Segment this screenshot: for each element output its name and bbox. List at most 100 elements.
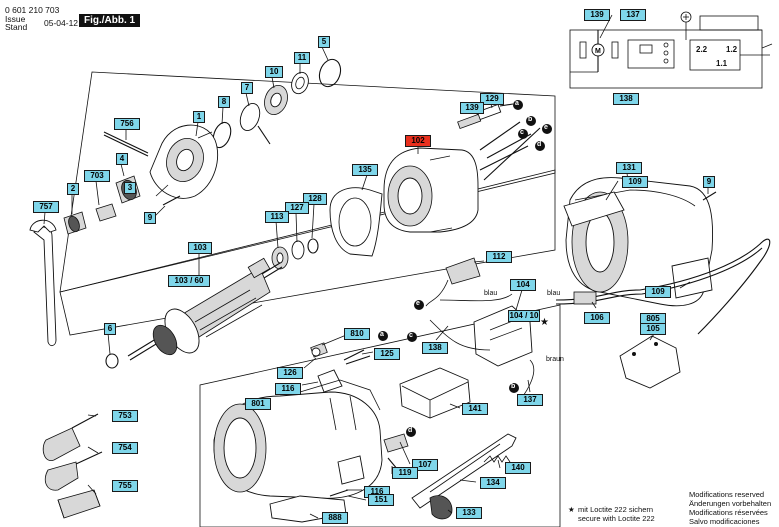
screw-right — [702, 191, 717, 201]
conn-d-mid: d — [408, 427, 413, 434]
conn-c-top: c — [520, 129, 524, 136]
label-140[interactable]: 140 — [505, 462, 531, 474]
conn-c-mid: c — [409, 332, 413, 339]
label-131[interactable]: 131 — [616, 162, 642, 174]
stand-label: Stand — [5, 22, 28, 32]
label-112[interactable]: 112 — [486, 251, 512, 263]
label-757[interactable]: 757 — [33, 201, 59, 213]
label-109-top[interactable]: 109 — [622, 176, 648, 188]
svg-text:M: M — [595, 48, 601, 55]
label-125[interactable]: 125 — [374, 348, 400, 360]
label-107[interactable]: 107 — [412, 459, 438, 471]
label-10[interactable]: 10 — [265, 66, 283, 78]
part-number: 0 601 210 703 — [5, 5, 60, 15]
collet-parts — [29, 131, 181, 347]
label-755[interactable]: 755 — [112, 480, 138, 492]
label-135[interactable]: 135 — [352, 164, 378, 176]
date: 05-04-12 — [44, 18, 79, 28]
modifications-fr: Modifications réservées — [689, 508, 768, 517]
label-7[interactable]: 7 — [241, 82, 253, 94]
label-119[interactable]: 119 — [392, 467, 418, 479]
label-4[interactable]: 4 — [116, 153, 128, 165]
label-139[interactable]: 139 — [460, 102, 484, 114]
figure-label: Fig./Abb. 1 — [79, 14, 141, 27]
conn-d-top: d — [537, 141, 542, 148]
label-134[interactable]: 134 — [480, 477, 506, 489]
label-141[interactable]: 141 — [462, 403, 488, 415]
armature-bearing-parts — [271, 238, 319, 270]
grinding-stones — [42, 413, 103, 519]
label-116-top[interactable]: 116 — [275, 383, 301, 395]
section-outline-bottom — [199, 304, 561, 527]
label-11[interactable]: 11 — [294, 52, 310, 64]
label-102[interactable]: 102 — [405, 135, 431, 147]
footnote-star: ★ — [568, 505, 575, 514]
label-810[interactable]: 810 — [344, 328, 370, 340]
label-3[interactable]: 3 — [124, 182, 136, 194]
fan-baffle — [329, 187, 383, 257]
wire-blau-left: blau — [484, 290, 498, 297]
label-104-10[interactable]: 104 / 10 — [508, 310, 540, 322]
label-6[interactable]: 6 — [104, 323, 116, 335]
label-129[interactable]: 129 — [480, 93, 504, 105]
loctite-star: ★ — [540, 317, 549, 328]
label-801[interactable]: 801 — [245, 398, 271, 410]
issue-label: Issue — [5, 14, 26, 24]
label-104[interactable]: 104 — [510, 279, 536, 291]
label-128[interactable]: 128 — [303, 193, 327, 205]
armature — [127, 257, 283, 361]
label-133[interactable]: 133 — [456, 507, 482, 519]
label-753[interactable]: 753 — [112, 410, 138, 422]
schematic-2-2: 2.2 — [696, 45, 708, 54]
schematic-1-2: 1.2 — [726, 45, 738, 54]
footnote-line1: mit Loctite 222 sichern — [578, 505, 654, 514]
label-2[interactable]: 2 — [67, 183, 79, 195]
label-756[interactable]: 756 — [114, 118, 140, 130]
label-754[interactable]: 754 — [112, 442, 138, 454]
label-138-top[interactable]: 138 — [613, 93, 639, 105]
label-138[interactable]: 138 — [422, 342, 448, 354]
modifications-en: Modifications reserved — [689, 490, 765, 499]
main-housing — [213, 379, 383, 499]
wire-blau-right: blau — [547, 290, 561, 297]
connection-markers — [378, 100, 552, 437]
label-8[interactable]: 8 — [218, 96, 230, 108]
label-5[interactable]: 5 — [318, 36, 330, 48]
label-109-bottom[interactable]: 109 — [645, 286, 671, 298]
conn-b-mid: b — [511, 383, 516, 390]
label-127[interactable]: 127 — [285, 202, 309, 214]
label-126[interactable]: 126 — [277, 367, 303, 379]
label-9-right[interactable]: 9 — [703, 176, 715, 188]
wire-braun: braun — [546, 356, 564, 363]
label-139-top[interactable]: 139 — [584, 9, 610, 21]
label-703[interactable]: 703 — [84, 170, 110, 182]
bearing-flange-parts — [149, 58, 342, 199]
brush-and-wires — [457, 103, 541, 181]
label-105[interactable]: 105 — [640, 323, 666, 335]
switch-small-parts — [329, 433, 409, 497]
modifications-de: Änderungen vorbehalten — [689, 499, 772, 508]
cover-strip-top — [563, 191, 625, 227]
label-103[interactable]: 103 — [188, 242, 212, 254]
label-103-60[interactable]: 103 / 60 — [168, 275, 210, 287]
label-9-left[interactable]: 9 — [144, 212, 156, 224]
label-1[interactable]: 1 — [193, 111, 205, 123]
label-151[interactable]: 151 — [368, 494, 394, 506]
conn-e-mid: e — [416, 300, 420, 307]
switch-slider-parts — [411, 433, 517, 520]
conn-e-top: e — [544, 124, 548, 131]
conn-a-top: a — [515, 100, 519, 107]
modifications-es: Salvo modificaciones — [689, 517, 760, 526]
electronic-module — [399, 367, 471, 419]
label-113[interactable]: 113 — [265, 211, 289, 223]
snap-ring — [105, 353, 119, 369]
conn-a-mid: a — [380, 331, 384, 338]
label-888[interactable]: 888 — [322, 512, 348, 524]
field-coil-stator — [383, 147, 479, 233]
label-137-top[interactable]: 137 — [620, 9, 646, 21]
schematic-1-1: 1.1 — [716, 59, 728, 68]
label-106[interactable]: 106 — [584, 312, 610, 324]
label-137[interactable]: 137 — [517, 394, 543, 406]
